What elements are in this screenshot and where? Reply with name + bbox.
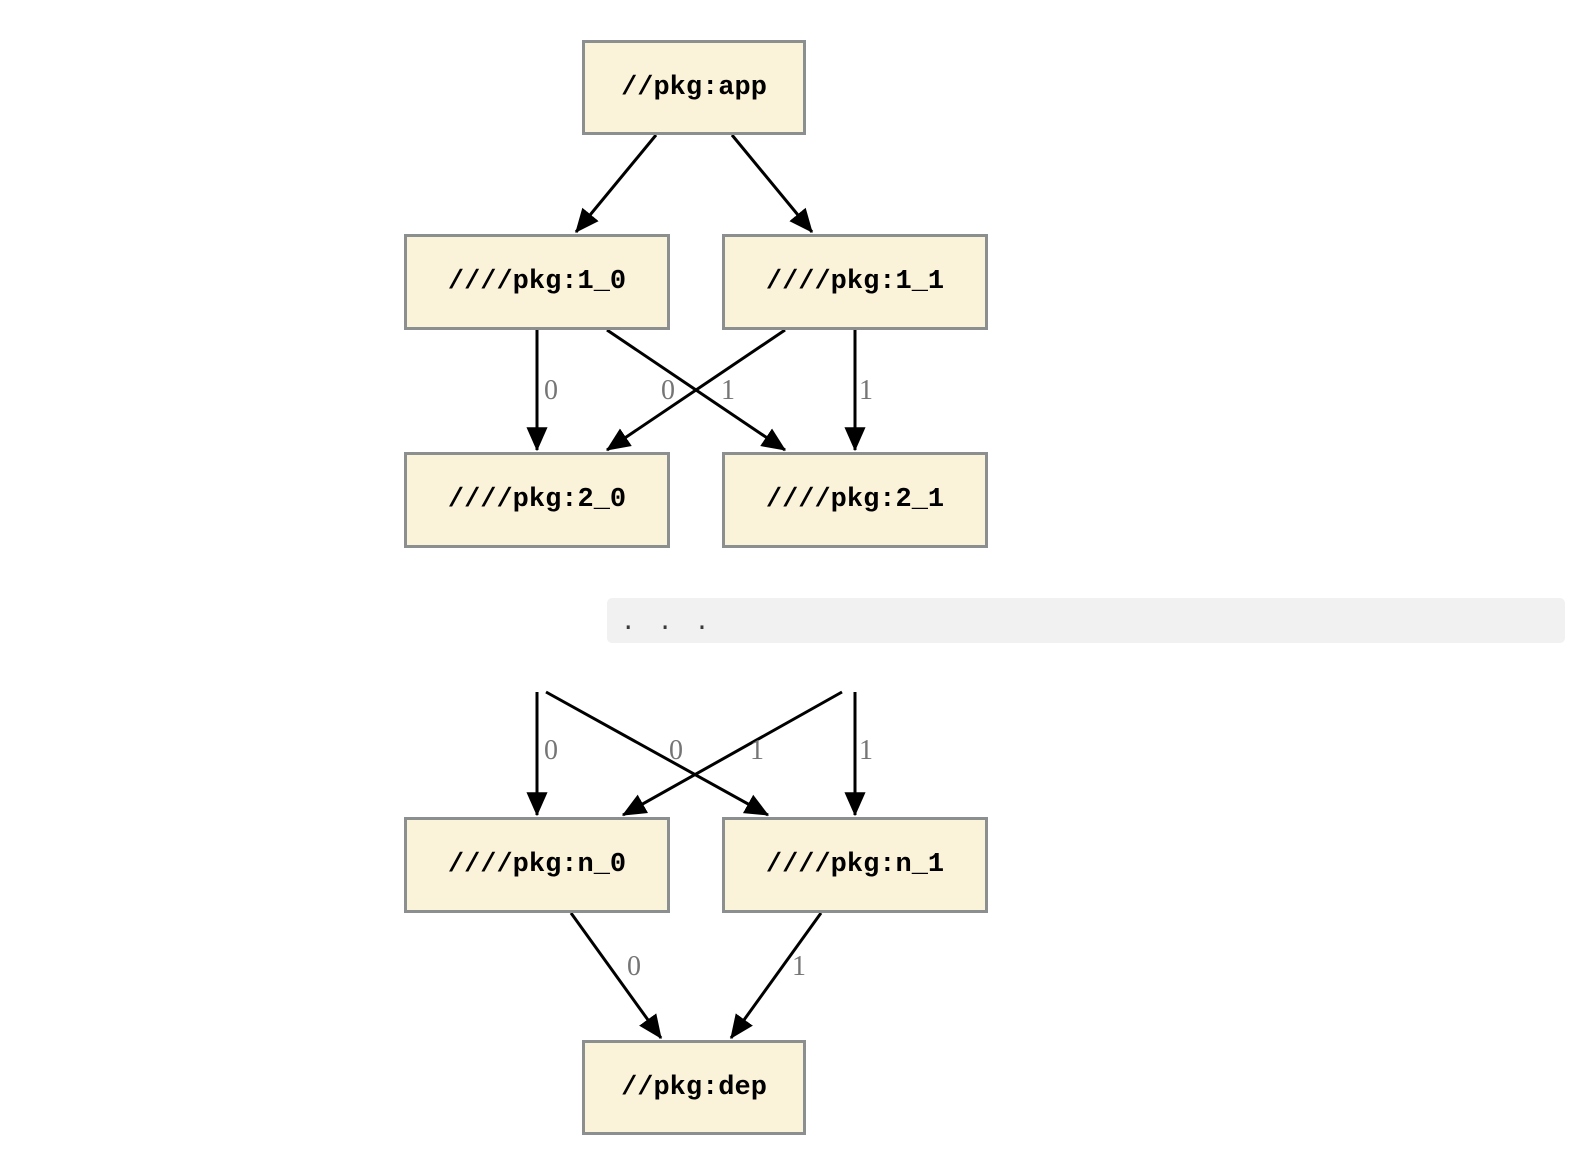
- edge-label-truncated0-to-pkgn_1: 1: [750, 735, 764, 766]
- edge-label-pkgn_1-to-dep: 1: [792, 951, 806, 982]
- edge-label-pkg1_0-to-pkg2_1: 1: [721, 375, 735, 406]
- edge-pkg1_1-to-pkg2_0: [606, 328, 786, 452]
- edge-app-to-pkg1_0: [574, 134, 658, 233]
- edge-pkgn_1-to-dep: [729, 912, 823, 1039]
- edge-label-pkg1_0-to-pkg2_0: 0: [544, 375, 558, 406]
- edge-label-truncated1-to-pkgn_1: 1: [859, 735, 873, 766]
- edge-truncated0-to-pkgn_1: [545, 690, 770, 817]
- edge-label-pkg1_1-to-pkg2_0: 0: [661, 375, 675, 406]
- edge-app-to-pkg1_1: [730, 134, 814, 233]
- edge-label-pkgn_0-to-dep: 0: [627, 951, 641, 982]
- edge-pkgn_0-to-dep: [569, 912, 663, 1039]
- ellipsis-text: . . .: [621, 606, 710, 635]
- edge-label-truncated1-to-pkgn_0: 0: [669, 735, 683, 766]
- edge-truncated1-to-pkgn_0: [621, 690, 843, 817]
- edge-label-pkg1_1-to-pkg2_1: 1: [859, 375, 873, 406]
- edge-label-truncated0-to-pkgn_0: 0: [544, 735, 558, 766]
- ellipsis-band: . . .: [607, 598, 1565, 643]
